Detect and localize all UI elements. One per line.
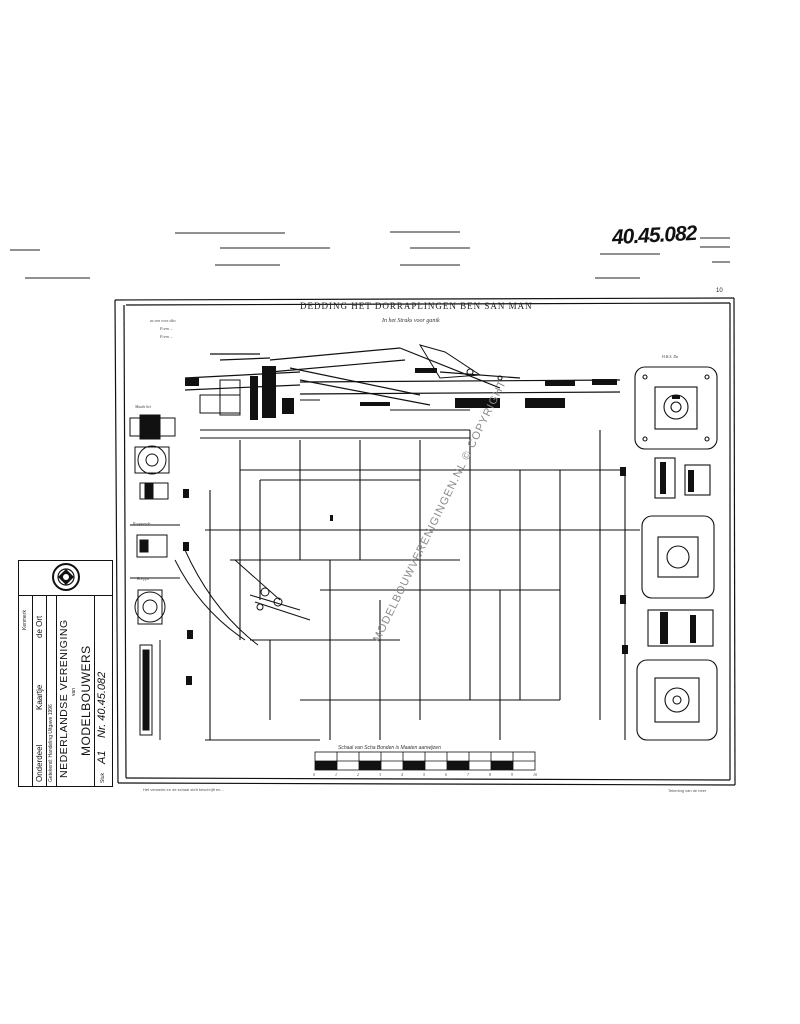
title-block-subject: Onderdeel: [35, 744, 44, 782]
title-block-note-row: Getekend: Handeling Uitgave 1996: [47, 596, 57, 786]
scale-mark-label: 5: [423, 772, 425, 777]
scale-mark-label: 4: [401, 772, 403, 777]
boom-hatching: [185, 366, 617, 420]
left-detail-views: [129, 414, 180, 740]
header-rules: [10, 231, 730, 279]
scale-mark-label: 8: [489, 772, 491, 777]
organization-line-1: NEDERLANDSE VERENIGING: [58, 619, 70, 778]
title-block-subject-row: Onderdeel Kaartje de Ort: [33, 596, 47, 786]
title-block-drawing-note: Getekend: Handeling Uitgave 1996: [48, 704, 54, 782]
footer-right-note: Tekening van de heer: [668, 788, 707, 793]
format-value: A1: [96, 750, 108, 764]
title-block-kind: Kaartje: [35, 684, 44, 710]
detail-label: Roeppa: [137, 576, 150, 581]
title-block-number-row: Stuk A1 Nr. 40.45.082: [95, 596, 112, 786]
scale-mark-label: 1: [335, 772, 337, 777]
scale-mark-label: 9: [511, 772, 513, 777]
organization-van: van: [71, 687, 77, 696]
title-block: Kenmerk Onderdeel Kaartje de Ort Geteken…: [18, 559, 113, 787]
footer-left-note: Het verwerkt en de schaal stelt beschrij…: [143, 787, 224, 792]
scale-mark-label: 0: [313, 772, 315, 777]
title-block-header-row: Kenmerk: [19, 596, 33, 786]
right-flange-views: [634, 366, 718, 741]
sheet-subtitle: In het Straks voor ganik: [382, 318, 440, 324]
left-note: as ven voor dito: [150, 318, 176, 323]
left-note: Form ...: [160, 334, 173, 339]
scale-mark-label: 10: [533, 772, 537, 777]
sheet-frame: [114, 297, 736, 786]
reference-number: 40.45.082: [611, 221, 697, 250]
corner-mark: 10: [716, 288, 723, 294]
nvm-logo: [19, 559, 112, 596]
drawing-number: Nr. 40.45.082: [96, 671, 108, 738]
format-label: Stuk: [100, 772, 106, 783]
scale-mark-label: 2: [357, 772, 359, 777]
main-linework: [200, 429, 640, 741]
title-block-scale: de Ort: [35, 615, 44, 638]
scale-bar-fill: [315, 761, 513, 770]
small-markers: [183, 467, 628, 685]
nvm-logo-icon: [51, 563, 80, 591]
scale-mark-label: 3: [379, 772, 381, 777]
scale-mark-label: 7: [467, 772, 469, 777]
title-block-organization: NEDERLANDSE VERENIGING van MODELBOUWERS: [57, 596, 95, 786]
detail-label: Maakt het: [135, 404, 152, 409]
scale-caption: Schaal van Scha Bonden is Maaten aanwijz…: [338, 745, 441, 751]
organization-line-2: MODELBOUWERS: [79, 645, 93, 756]
scale-mark-label: 6: [445, 772, 447, 777]
title-block-header: Kenmerk: [22, 609, 28, 630]
sheet-title: DEDDING HET DORRAPLINGEN BEN SAN MAN: [300, 301, 533, 311]
curved-segment: [174, 549, 311, 646]
right-hatching: [660, 395, 696, 644]
left-note: Form ...: [160, 326, 173, 331]
detail-label: Koupeerde: [133, 521, 151, 526]
detail-label: H.B.S. Da: [662, 354, 679, 359]
boom-details: [199, 344, 503, 416]
